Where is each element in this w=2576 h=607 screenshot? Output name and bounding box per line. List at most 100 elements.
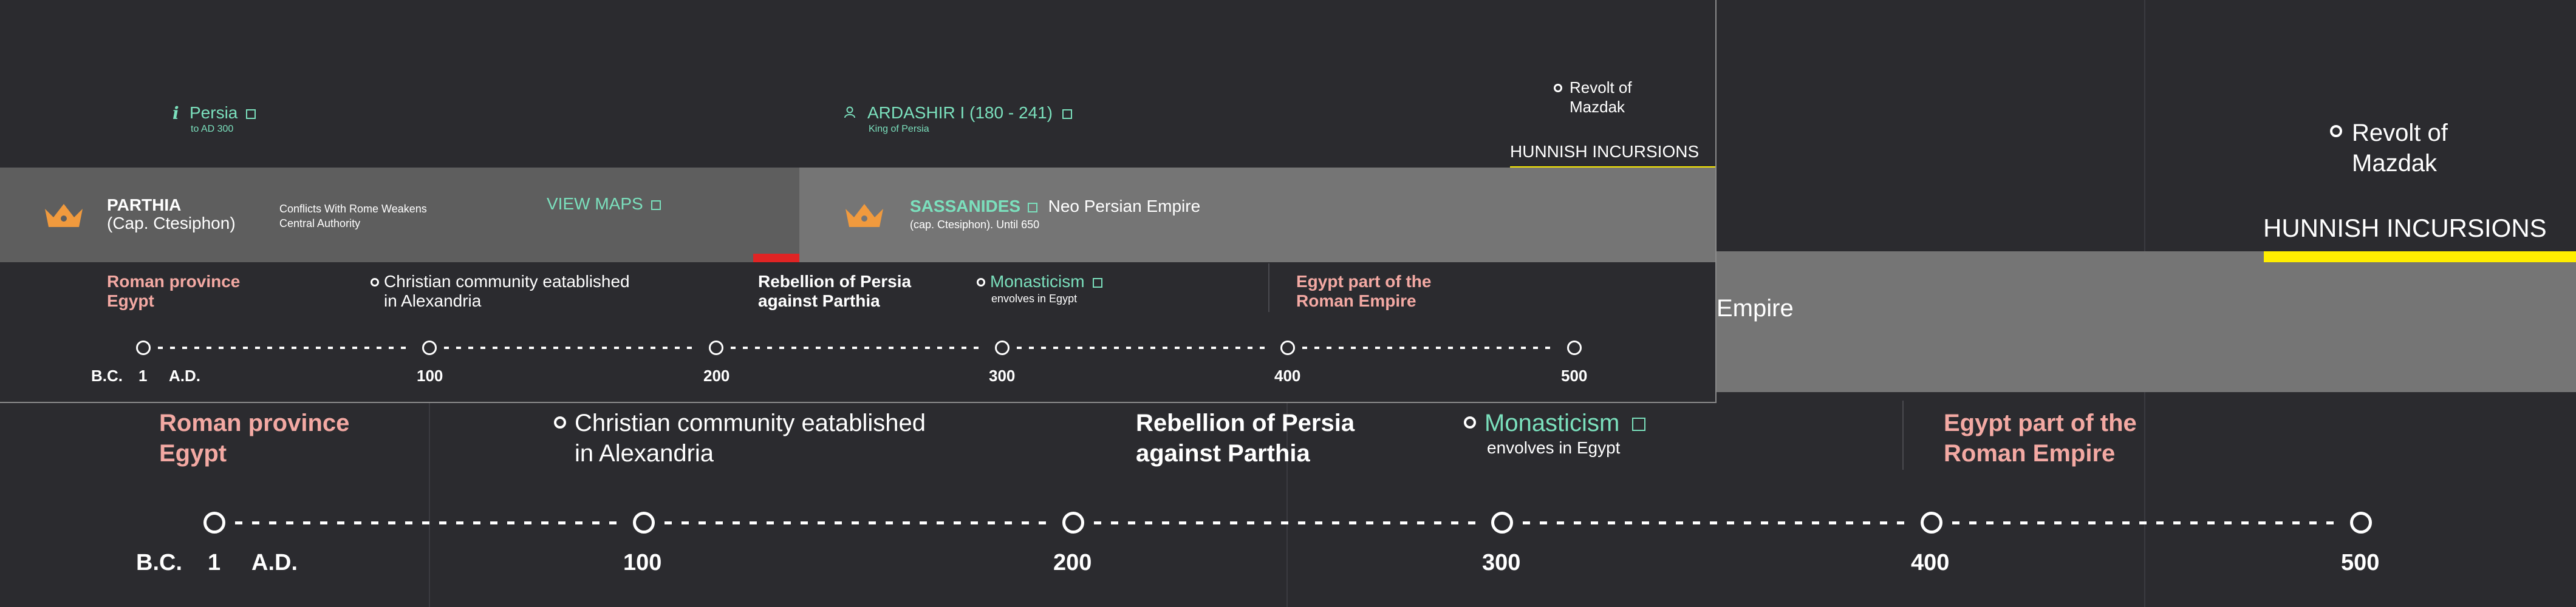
axis-dash <box>1126 347 1131 349</box>
sassanides-band[interactable] <box>799 168 1715 262</box>
revolt-of-mazdak-event[interactable]: Revolt of Mazdak <box>1570 78 1632 117</box>
axis-dash <box>279 347 284 349</box>
event-label-line: Egypt part of the <box>1296 272 1432 291</box>
roman-province-event[interactable]: Roman province Egypt <box>159 408 349 469</box>
axis-dash <box>664 521 672 524</box>
rebellion-of-persia-event[interactable]: Rebellion of Persia against Parthia <box>1136 408 1355 469</box>
hunnish-incursions-bar[interactable] <box>2264 251 2576 262</box>
note-line: Conflicts With Rome Weakens <box>279 203 427 215</box>
egypt-roman-empire-event[interactable]: Egypt part of the Roman Empire <box>1296 272 1431 311</box>
axis-dash <box>1302 347 1307 349</box>
axis-dash <box>1642 521 1649 524</box>
axis-dash <box>364 347 369 349</box>
event-label-line: Egypt <box>159 440 227 467</box>
axis-dash <box>267 347 272 349</box>
axis-tick-circle <box>995 341 1010 355</box>
rebellion-of-persia-event[interactable]: Rebellion of Persia against Parthia <box>758 272 911 311</box>
christian-community-event[interactable]: Christian community eatablished in Alexa… <box>575 408 926 469</box>
parthia-title: PARTHIA <box>107 195 182 214</box>
axis-tick-label: 100 <box>417 367 443 385</box>
axis-dash <box>1248 347 1252 349</box>
external-link-icon[interactable] <box>246 109 256 119</box>
monasticism-link[interactable]: Monasticism <box>1484 410 1620 436</box>
axis-dash <box>541 521 548 524</box>
roman-province-event[interactable]: Roman province Egypt <box>107 272 240 311</box>
external-link-icon[interactable] <box>1027 202 1037 212</box>
monasticism-link[interactable]: Monasticism <box>990 272 1085 291</box>
hunnish-incursions-label[interactable]: HUNNISH INCURSIONS <box>1510 142 1700 161</box>
hunnish-incursions-label[interactable]: HUNNISH INCURSIONS <box>2263 214 2547 242</box>
view-maps-label: VIEW MAPS <box>547 194 643 213</box>
axis-dash <box>320 521 327 524</box>
external-link-icon[interactable] <box>1093 277 1103 288</box>
axis-dash <box>493 347 497 349</box>
axis-dash <box>1138 347 1143 349</box>
axis-dash <box>920 521 927 524</box>
info-icon[interactable]: i <box>173 103 179 123</box>
event-dot <box>371 278 379 287</box>
egypt-roman-empire-event[interactable]: Egypt part of the Roman Empire <box>1944 408 2137 469</box>
persia-subtitle: to AD 300 <box>191 124 234 134</box>
axis-dash <box>864 347 869 349</box>
external-link-icon[interactable] <box>1062 109 1072 119</box>
axis-dash <box>565 347 570 349</box>
event-label-line: against Parthia <box>1136 440 1310 467</box>
sassanides-link[interactable]: SASSANIDES <box>910 197 1021 215</box>
axis-dash <box>1223 347 1228 349</box>
axis-dash <box>1778 521 1785 524</box>
sassanides-heading[interactable]: SASSANIDES Neo Persian Empire <box>910 197 1200 216</box>
external-link-icon[interactable] <box>651 200 661 210</box>
axis-dash <box>231 347 236 349</box>
ardashir-link-row[interactable]: ARDASHIR I (180 - 241) <box>867 103 1072 123</box>
axis-dash <box>1880 521 1887 524</box>
axis-dash <box>1111 521 1118 524</box>
ardashir-link[interactable]: ARDASHIR I (180 - 241) <box>867 103 1053 122</box>
event-label-line: Roman Empire <box>1944 440 2116 467</box>
axis-dash <box>1412 347 1416 349</box>
axis-dash <box>1448 347 1453 349</box>
axis-dash <box>1545 347 1550 349</box>
axis-dash <box>1005 521 1012 524</box>
axis-dash <box>456 521 463 524</box>
axis-dash <box>949 347 954 349</box>
axis-dash <box>1952 521 1959 524</box>
axis-dash <box>1351 347 1356 349</box>
axis-dash <box>903 521 910 524</box>
axis-dash <box>2156 521 2164 524</box>
event-label-line: in Alexandria <box>575 440 714 467</box>
axis-dash <box>828 347 833 349</box>
persia-link[interactable]: Persia <box>190 103 238 122</box>
axis-dash <box>1314 347 1319 349</box>
axis-dash <box>553 347 558 349</box>
event-dot <box>1464 416 1476 429</box>
axis-dash <box>1211 347 1216 349</box>
axis-dash <box>1400 521 1407 524</box>
christian-community-event[interactable]: Christian community eatablished in Alexa… <box>384 272 630 311</box>
external-link-icon[interactable] <box>1632 418 1646 432</box>
axis-dash <box>1298 521 1305 524</box>
empire-label: Empire <box>1717 295 1794 322</box>
ardashir-subtitle: King of Persia <box>869 124 929 134</box>
axis-dash <box>480 347 485 349</box>
axis-dash <box>1472 347 1477 349</box>
view-maps-button[interactable]: VIEW MAPS <box>547 194 661 214</box>
persia-link-row[interactable]: Persia <box>190 103 256 123</box>
parthia-band[interactable] <box>0 168 799 262</box>
event-dot <box>2330 125 2342 137</box>
axis-dash <box>869 521 876 524</box>
event-label-line: Roman province <box>159 410 350 436</box>
note-line: Central Authority <box>279 217 361 229</box>
axis-dash <box>852 347 857 349</box>
axis-dash <box>1332 521 1339 524</box>
revolt-of-mazdak-event[interactable]: Revolt of Mazdak <box>2352 118 2448 178</box>
axis-dash <box>2088 521 2096 524</box>
axis-dash <box>1533 347 1538 349</box>
axis-tick-circle <box>1491 512 1513 534</box>
monasticism-event[interactable]: Monasticism <box>990 272 1103 291</box>
axis-bc-label: B.C. <box>136 550 182 575</box>
axis-dash <box>1235 347 1240 349</box>
axis-tick-circle <box>1280 341 1295 355</box>
axis-dash <box>1187 347 1192 349</box>
monasticism-event[interactable]: Monasticism <box>1484 408 1646 438</box>
axis-tick-label: 400 <box>1274 367 1301 385</box>
